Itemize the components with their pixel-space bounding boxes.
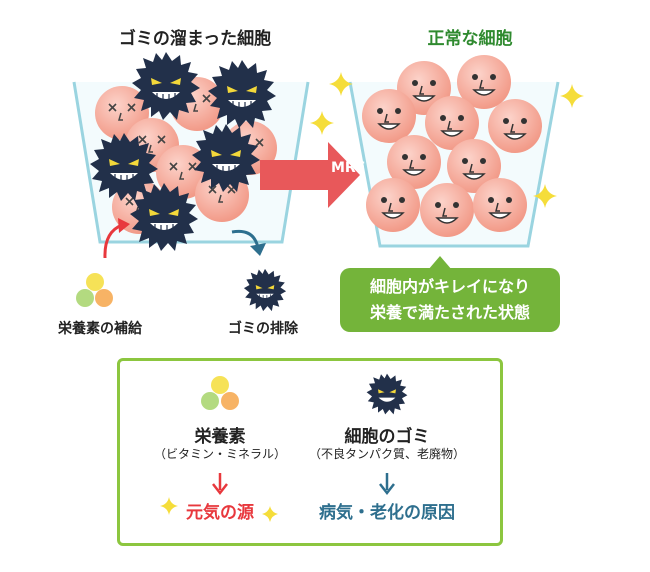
- sparkle-icon: [310, 111, 334, 135]
- legend-teal-down-arrow: [379, 473, 395, 496]
- legend-waste-result: 病気・老化の原因: [319, 503, 455, 523]
- sparkle-icon: [329, 72, 353, 96]
- nutrient-balls-icon: [76, 273, 113, 307]
- illustration: [72, 51, 584, 312]
- legend-nutrient-sub: （ビタミン・ミネラル）: [153, 447, 286, 461]
- legend-icons: [160, 373, 408, 522]
- legend-nutrient-result: 元気の源: [186, 503, 254, 523]
- legend-germ-icon: [366, 373, 408, 415]
- mre-label: MRE: [331, 160, 366, 176]
- healthy-state-callout: 細胞内がキレイになり 栄養で満たされた状態: [340, 268, 560, 332]
- mre-arrow: [260, 142, 360, 208]
- sparkle-icon: [160, 497, 178, 515]
- waste-germ-icon: [243, 268, 287, 312]
- legend-waste-title: 細胞のゴミ: [344, 427, 430, 447]
- sparkle-icon: [262, 506, 278, 522]
- left-title: ゴミの溜まった細胞: [118, 29, 272, 49]
- legend-red-down-arrow: [212, 473, 228, 496]
- legend-nutrient-title: 栄養素: [194, 427, 246, 447]
- sparkle-icon: [560, 84, 584, 108]
- callout-line2: 栄養で満たされた状態: [369, 303, 530, 322]
- legend-nutrient-icon: [201, 376, 239, 410]
- legend-box: [117, 358, 503, 546]
- legend-waste-sub: （不良タンパク質、老廃物）: [308, 447, 465, 461]
- nutrient-supply-label: 栄養素の補給: [58, 321, 142, 337]
- right-title: 正常な細胞: [427, 29, 513, 49]
- waste-removal-label: ゴミの排除: [228, 321, 298, 337]
- callout-line1: 細胞内がキレイになり: [369, 277, 530, 296]
